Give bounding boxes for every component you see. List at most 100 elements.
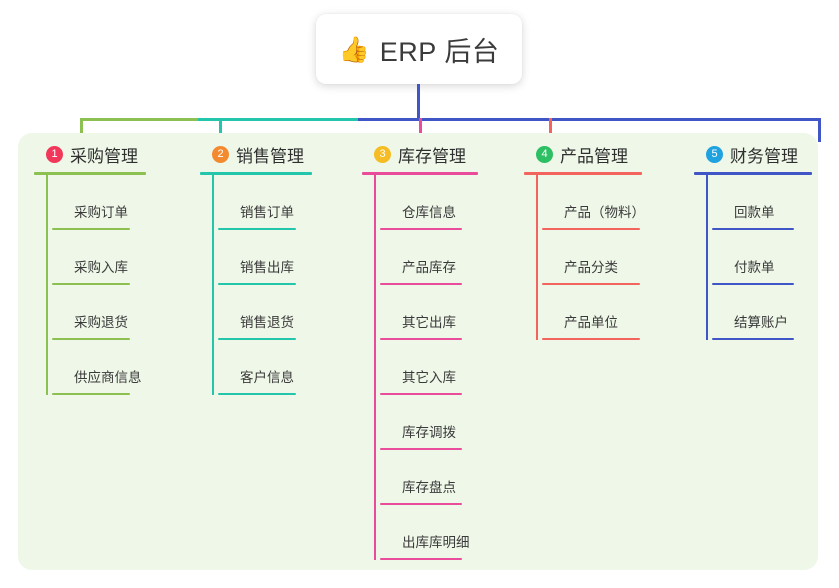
branch-header-3[interactable]: 3 库存管理 <box>362 140 517 168</box>
branch-title: 产品管理 <box>560 146 628 166</box>
branch-items: 产品（物料） 产品分类产品单位 <box>524 175 684 340</box>
branch-item[interactable]: 回款单 <box>712 175 839 230</box>
branch-item-label: 采购退货 <box>74 315 128 330</box>
branch-item-label: 其它出库 <box>402 315 456 330</box>
branch-item-label: 采购入库 <box>74 260 128 275</box>
branch-item-label: 采购订单 <box>74 205 128 220</box>
drop-finance <box>818 118 821 142</box>
branch-item[interactable]: 采购入库 <box>52 230 184 285</box>
branch-header-rule <box>694 172 812 175</box>
branch-item-label: 产品单位 <box>564 315 618 330</box>
root-node-label: ERP 后台 <box>379 36 500 67</box>
branch-item[interactable]: 出库库明细 <box>380 505 517 560</box>
branch-item-rule <box>380 448 462 450</box>
branch-item-rule <box>380 283 462 285</box>
thumbs-up-icon: 👍 <box>338 34 370 64</box>
branch-item[interactable]: 产品单位 <box>542 285 684 340</box>
branch-item-rule <box>52 283 130 285</box>
branch-item[interactable]: 其它出库 <box>380 285 517 340</box>
branch-number-badge: 4 <box>536 145 553 163</box>
branch-number-badge: 5 <box>706 145 723 163</box>
branch-items: 回款单付款单结算账户 <box>694 175 839 340</box>
branch-item[interactable]: 仓库信息 <box>380 175 517 230</box>
bus-blue <box>358 118 820 121</box>
branch-item-rule <box>542 338 640 340</box>
branch-item[interactable]: 付款单 <box>712 230 839 285</box>
branch-item[interactable]: 采购退货 <box>52 285 184 340</box>
branch-spine <box>212 175 214 395</box>
branch-items: 仓库信息产品库存其它出库其它入库库存调拨库存盘点出库库明细 <box>362 175 517 560</box>
branch-item-label: 出库库明细 <box>402 535 470 550</box>
branch-title: 库存管理 <box>398 146 466 166</box>
branch-item[interactable]: 销售退货 <box>218 285 350 340</box>
branch-items: 采购订单采购入库采购退货供应商信息 <box>34 175 184 395</box>
root-stem <box>417 84 420 120</box>
branch-spine <box>706 175 708 340</box>
branch-item-label: 其它入库 <box>402 370 456 385</box>
branch-header-4[interactable]: 4 产品管理 <box>524 140 684 168</box>
root-node[interactable]: 👍 ERP 后台 <box>316 14 522 84</box>
branch-item-rule <box>712 283 794 285</box>
branch-item-label: 仓库信息 <box>402 205 456 220</box>
branch-item[interactable]: 库存调拨 <box>380 395 517 450</box>
branch-item[interactable]: 结算账户 <box>712 285 839 340</box>
branch-item-rule <box>380 558 462 560</box>
branch-item-rule <box>218 283 296 285</box>
branch-header-rule <box>200 172 312 175</box>
branch-spine <box>536 175 538 340</box>
branch-item-rule <box>712 228 794 230</box>
drop-purchase <box>80 118 83 142</box>
branch-column-3: 3 库存管理仓库信息产品库存其它出库其它入库库存调拨库存盘点出库库明细 <box>362 140 517 560</box>
branch-header-rule <box>524 172 642 175</box>
branch-header-1[interactable]: 1 采购管理 <box>34 140 184 168</box>
branch-item[interactable]: 库存盘点 <box>380 450 517 505</box>
branch-column-4: 4 产品管理产品（物料） 产品分类产品单位 <box>524 140 684 340</box>
branch-item-rule <box>52 228 130 230</box>
branch-item-label: 供应商信息 <box>74 370 142 385</box>
branches-panel <box>18 133 818 570</box>
drop-product <box>549 118 552 142</box>
branch-column-1: 1 采购管理采购订单采购入库采购退货供应商信息 <box>34 140 184 395</box>
branch-column-2: 2 销售管理销售订单销售出库销售退货客户信息 <box>200 140 350 395</box>
branch-header-rule <box>34 172 146 175</box>
branch-item-rule <box>712 338 794 340</box>
branch-item-label: 产品库存 <box>402 260 456 275</box>
branch-item[interactable]: 其它入库 <box>380 340 517 395</box>
bus-teal <box>198 118 360 121</box>
branch-number-badge: 1 <box>46 145 63 163</box>
branch-item[interactable]: 供应商信息 <box>52 340 184 395</box>
branch-item-rule <box>380 338 462 340</box>
branch-items: 销售订单销售出库销售退货客户信息 <box>200 175 350 395</box>
branch-item-label: 库存调拨 <box>402 425 456 440</box>
branch-item-rule <box>380 393 462 395</box>
branch-item-label: 付款单 <box>734 260 775 275</box>
branch-item[interactable]: 产品（物料） <box>542 175 684 230</box>
branch-item-rule <box>218 338 296 340</box>
branch-item-label: 产品（物料） <box>564 205 645 220</box>
branch-header-2[interactable]: 2 销售管理 <box>200 140 350 168</box>
branch-item-label: 结算账户 <box>734 315 788 330</box>
bus-green <box>80 118 218 121</box>
branch-item-rule <box>218 393 296 395</box>
branch-item-rule <box>542 283 640 285</box>
branch-item-rule <box>542 228 640 230</box>
branch-item-label: 销售退货 <box>240 315 294 330</box>
branch-item[interactable]: 销售订单 <box>218 175 350 230</box>
branch-item[interactable]: 采购订单 <box>52 175 184 230</box>
branch-item[interactable]: 销售出库 <box>218 230 350 285</box>
branch-item-label: 库存盘点 <box>402 480 456 495</box>
branch-item[interactable]: 客户信息 <box>218 340 350 395</box>
branch-spine <box>46 175 48 395</box>
branch-item[interactable]: 产品库存 <box>380 230 517 285</box>
branch-number-badge: 3 <box>374 145 391 163</box>
branch-title: 销售管理 <box>236 146 304 166</box>
branch-number-badge: 2 <box>212 145 229 163</box>
branch-item-rule <box>380 503 462 505</box>
branch-item[interactable]: 产品分类 <box>542 230 684 285</box>
drop-inventory <box>419 118 422 142</box>
drop-sales <box>219 118 222 142</box>
branch-title: 采购管理 <box>70 146 138 166</box>
branch-item-rule <box>380 228 462 230</box>
